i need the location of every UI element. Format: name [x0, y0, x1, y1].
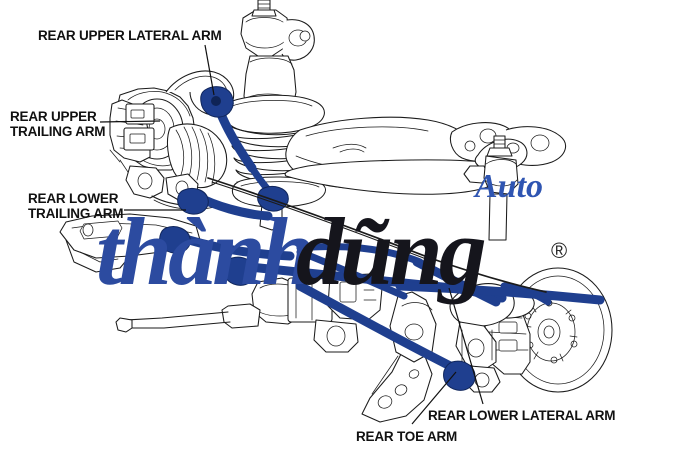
label-rear-upper-lateral-arm: REAR UPPER LATERAL ARM: [38, 28, 222, 43]
upper-right-link: [296, 243, 501, 307]
lower-trailing-arm: [159, 226, 295, 261]
brake-cable: [207, 177, 547, 293]
subframe-blue-bar: [395, 281, 605, 305]
label-rear-upper-trailing-arm: REAR UPPER TRAILING ARM: [10, 109, 106, 139]
drive-shaft: [115, 303, 261, 333]
label-rear-toe-arm: REAR TOE ARM: [356, 429, 458, 444]
brake-assembly-left: [109, 70, 235, 210]
watermark-auto: Auto: [475, 168, 544, 205]
watermark-registered-mark: ®: [551, 238, 568, 263]
brake-cable-2: [211, 181, 435, 263]
watermark-thanh: thành: [96, 198, 315, 305]
leader-upper-trailing: [99, 120, 161, 123]
label-rear-lower-lateral-arm: REAR LOWER LATERAL ARM: [428, 408, 616, 423]
watermark-dung: dũng: [296, 198, 487, 305]
leader-lower-lateral: [448, 287, 484, 405]
upper-trailing-arm: [177, 187, 273, 221]
leader-upper-lateral: [204, 44, 215, 96]
leader-lines: [99, 44, 484, 425]
shock-absorber-right: [463, 135, 528, 241]
subframe-crossmember: [59, 116, 567, 273]
leader-toe-arm: [411, 371, 457, 425]
label-rear-lower-trailing-arm: REAR LOWER TRAILING ARM: [28, 191, 124, 221]
toe-arm: [295, 281, 476, 391]
